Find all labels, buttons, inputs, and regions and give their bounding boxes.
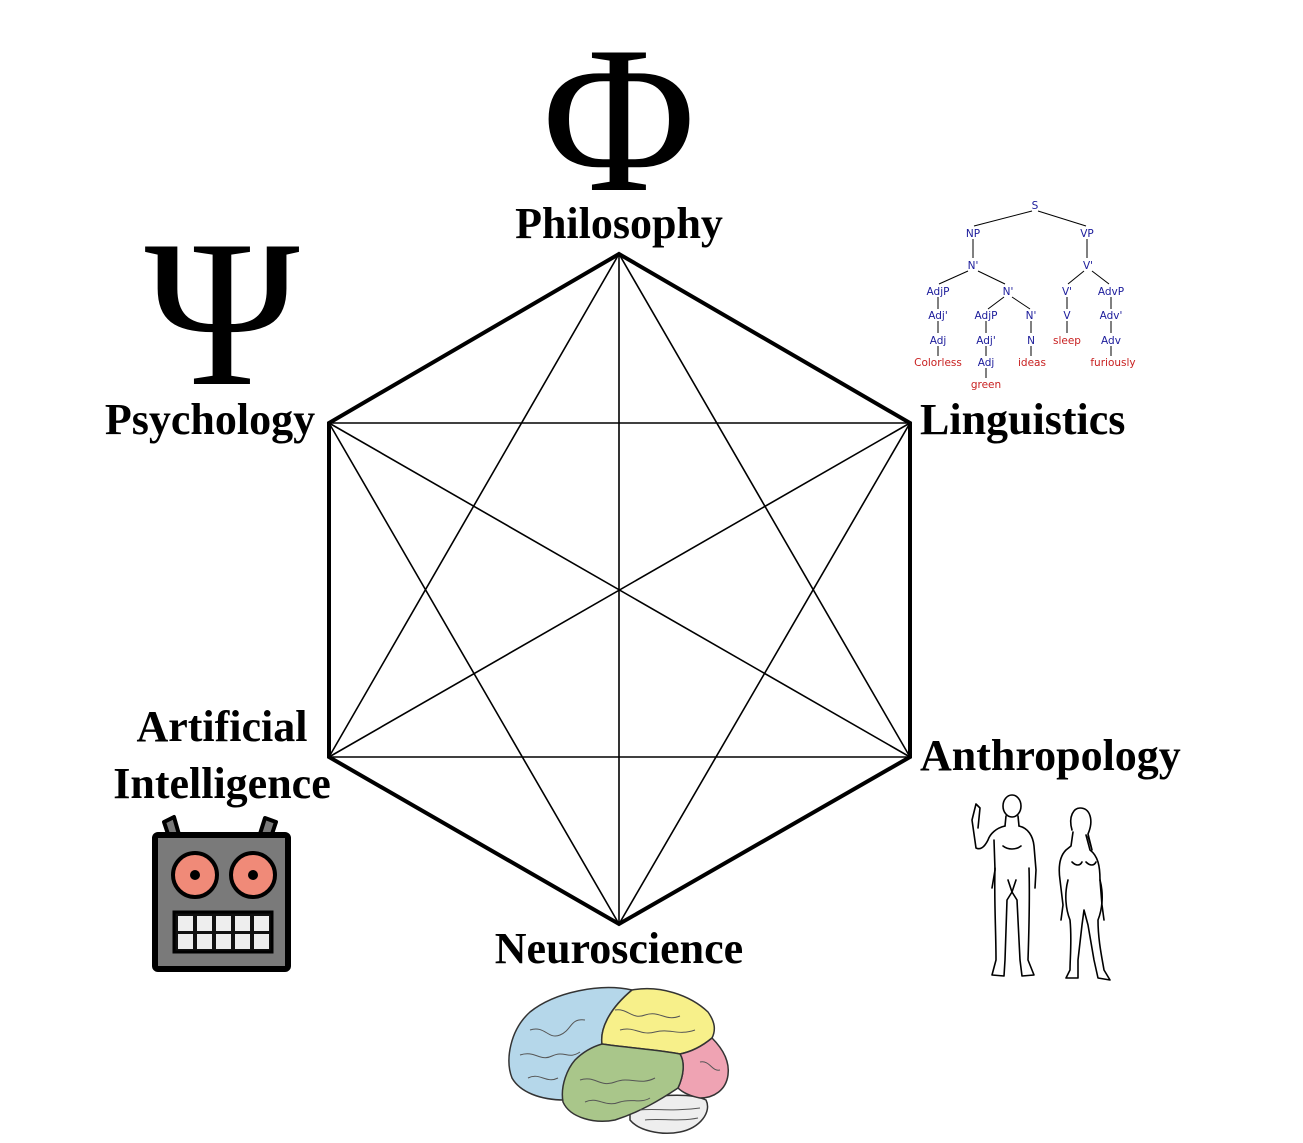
tree-node: S xyxy=(1032,200,1039,212)
tree-node: VP xyxy=(1080,228,1094,240)
syntax-tree-icon: S NP VP N' V' AdjP N' V' AdvP Adj' AdjP … xyxy=(914,200,1136,391)
label-artificial: Artificial xyxy=(136,702,307,751)
label-philosophy: Philosophy xyxy=(515,199,723,248)
psi-symbol: Ψ xyxy=(145,198,300,430)
label-anthropology: Anthropology xyxy=(920,731,1181,780)
tree-node: AdvP xyxy=(1098,286,1124,298)
diagonal-line xyxy=(328,422,911,758)
tree-node: Adv' xyxy=(1100,310,1123,322)
brain-occipital-lobe xyxy=(677,1037,730,1099)
label-psychology: Psychology xyxy=(105,395,315,444)
tree-node: N xyxy=(1027,335,1035,347)
phi-symbol: Φ xyxy=(542,4,696,236)
male-figure xyxy=(971,794,1037,977)
tree-word: sleep xyxy=(1053,335,1081,347)
label-linguistics: Linguistics xyxy=(920,395,1125,444)
hexagon-diagonals xyxy=(328,253,911,925)
tree-node: Adj xyxy=(930,335,947,347)
tree-node: Adj' xyxy=(976,335,995,347)
tree-node: N' xyxy=(1026,310,1037,322)
hexagon-graph xyxy=(327,251,912,927)
tree-node: N' xyxy=(1003,286,1014,298)
brain-temporal-lobe xyxy=(561,1043,684,1122)
tree-node: Adj' xyxy=(928,310,947,322)
tree-word: Colorless xyxy=(914,357,962,369)
tree-node: V' xyxy=(1083,260,1093,272)
label-neuroscience: Neuroscience xyxy=(495,924,743,973)
tree-node: Adj xyxy=(978,357,995,369)
tree-word: green xyxy=(971,379,1001,391)
robot-icon xyxy=(152,815,291,972)
diagonal-line xyxy=(618,253,911,758)
tree-node: AdjP xyxy=(927,286,950,298)
robot-teeth xyxy=(178,916,269,949)
tree-node: V xyxy=(1063,310,1071,322)
brain-folds xyxy=(519,1009,721,1121)
tree-node: AdjP xyxy=(975,310,998,322)
tree-word: furiously xyxy=(1090,357,1135,369)
brain-icon xyxy=(508,986,730,1134)
tree-node: V' xyxy=(1062,286,1072,298)
tree-node: Adv xyxy=(1101,335,1121,347)
human-figures-icon xyxy=(971,794,1111,981)
diagonal-line xyxy=(328,422,620,925)
female-figure xyxy=(1058,807,1111,981)
tree-word: ideas xyxy=(1018,357,1046,369)
tree-branches xyxy=(937,210,1112,378)
tree-node: N' xyxy=(968,260,979,272)
tree-node: NP xyxy=(966,228,980,240)
label-intelligence: Intelligence xyxy=(113,759,331,808)
robot-pupil-left xyxy=(190,870,200,880)
robot-pupil-right xyxy=(248,870,258,880)
